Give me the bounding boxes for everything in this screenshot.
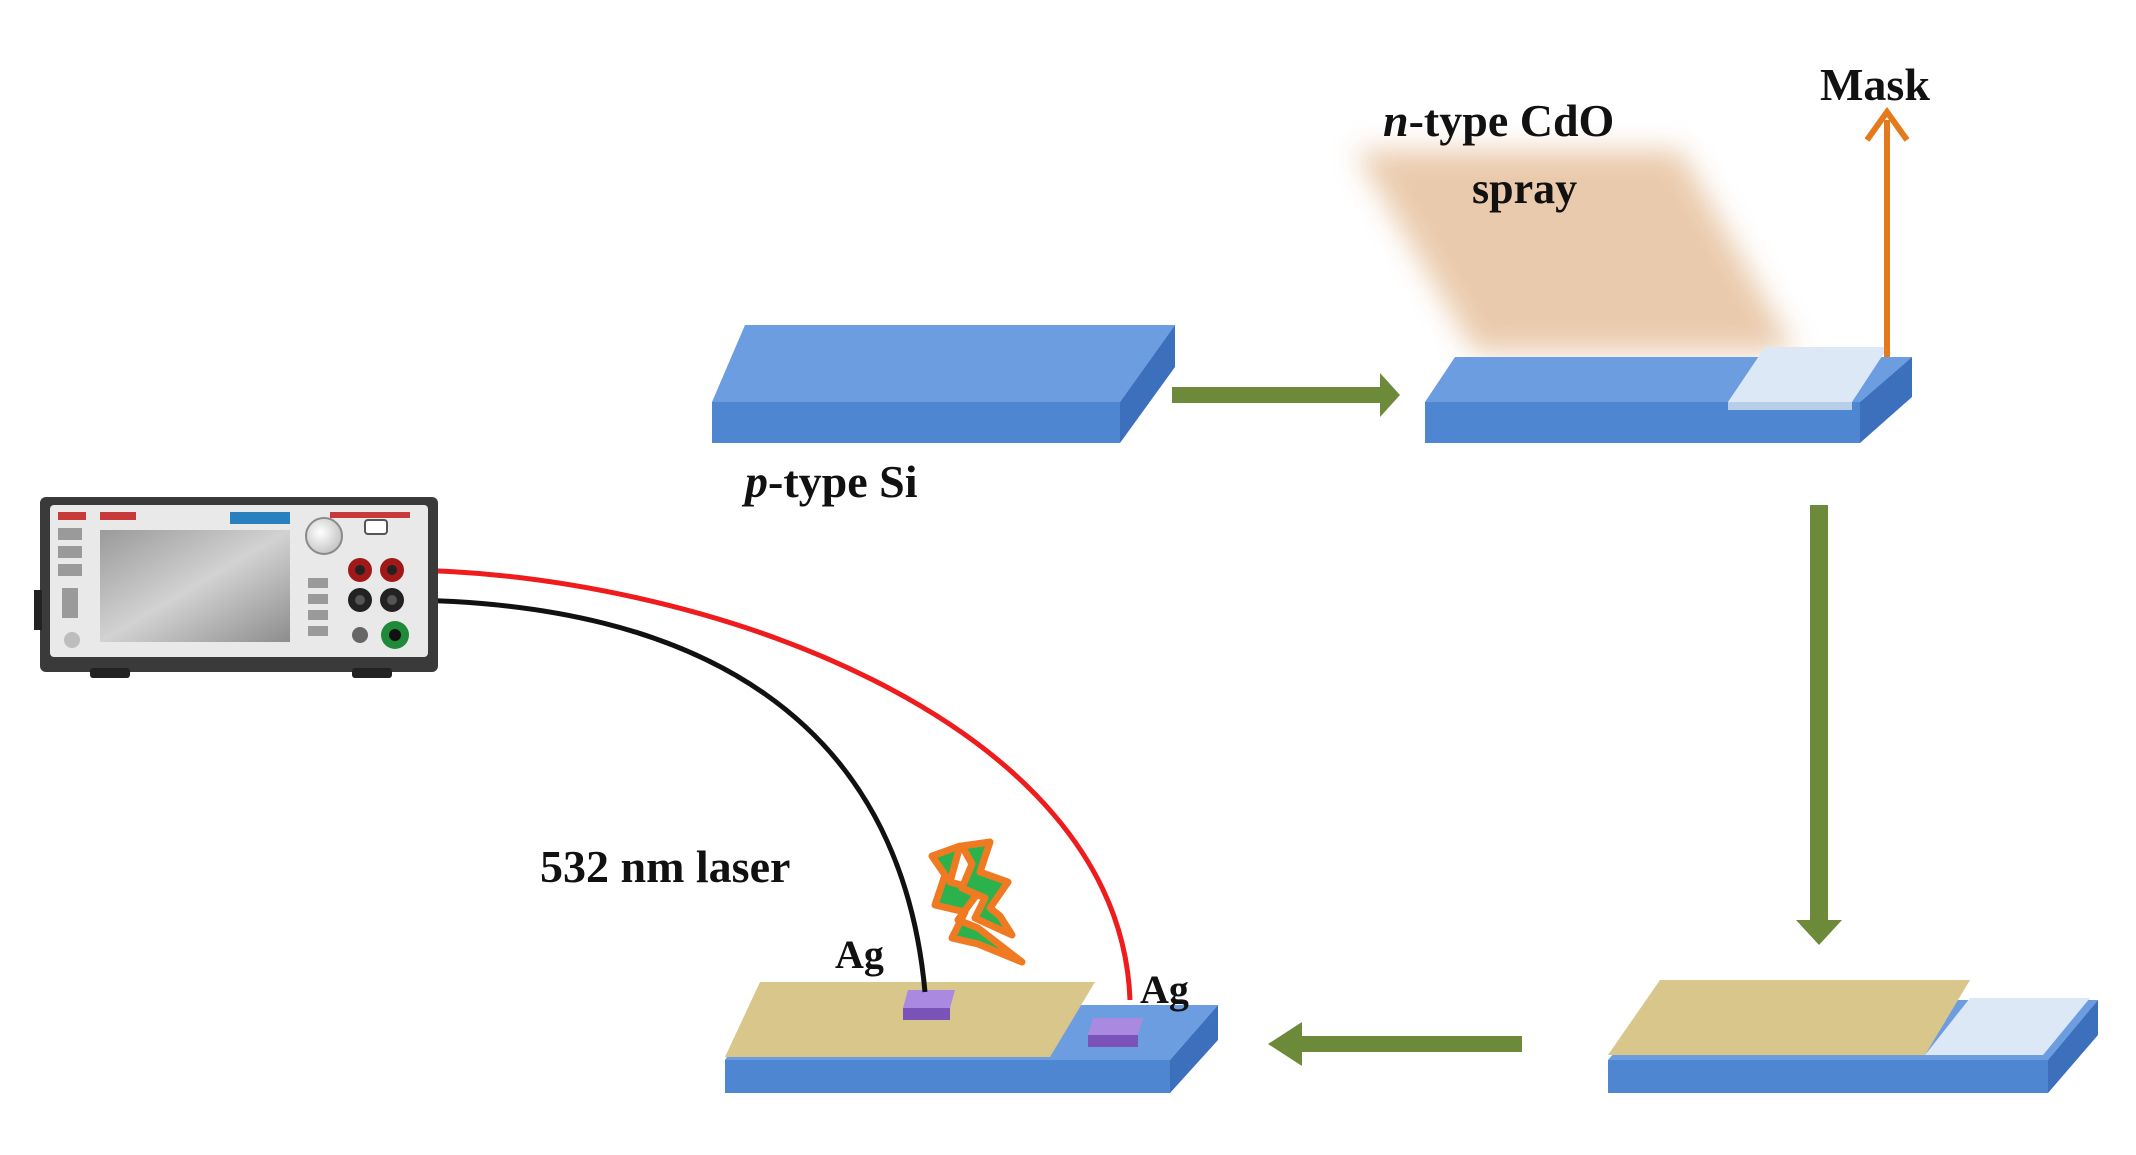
ag-label-right: Ag — [1140, 967, 1189, 1012]
process-arrow-right — [1172, 373, 1400, 417]
n-type-cdo-label: n-type CdO — [1383, 95, 1614, 146]
ag-contact-right — [1088, 1018, 1143, 1047]
substrate-side-face — [1170, 1005, 1218, 1093]
mask-label: Mask — [1820, 59, 1930, 110]
lightning-bolt-icon — [928, 838, 1026, 966]
process-arrow-down — [1796, 505, 1842, 945]
finished-device — [725, 982, 1218, 1093]
masked-substrate — [1425, 347, 1912, 443]
substrate-top-face — [712, 325, 1175, 402]
substrate-side-face — [2048, 1000, 2098, 1093]
mask-plate-edge — [1728, 402, 1852, 410]
red-wire — [394, 567, 1133, 1001]
spray-plume — [1355, 150, 1795, 352]
process-arrow-left — [1268, 1022, 1522, 1066]
substrate-side-face — [1120, 325, 1175, 443]
substrate-front-face — [712, 402, 1120, 443]
mask-plate — [1728, 347, 1888, 402]
laser-label: 532 nm laser — [540, 841, 790, 892]
substrate-front-face — [1608, 1060, 2048, 1093]
spray-label: spray — [1472, 164, 1577, 213]
ag-label-left: Ag — [835, 932, 884, 977]
substrate-front-face — [1425, 402, 1860, 443]
ag-contact-left — [903, 990, 955, 1020]
mask-removal-arrow — [1864, 106, 1910, 357]
source-meter-icon — [34, 497, 438, 678]
cdo-coated-substrate — [1608, 980, 2098, 1093]
cdo-film — [1608, 980, 1970, 1055]
p-type-si-label: p-type Si — [741, 456, 918, 507]
mask-plate — [1925, 998, 2090, 1055]
substrate-side-face — [1860, 357, 1912, 443]
p-type-si-substrate — [712, 325, 1175, 443]
black-wire — [394, 597, 928, 993]
substrate-front-face — [725, 1060, 1170, 1093]
